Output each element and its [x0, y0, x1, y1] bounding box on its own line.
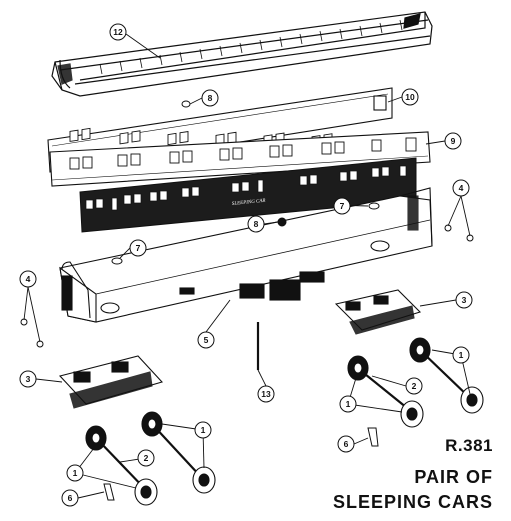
model-number: R.381 — [445, 436, 493, 455]
callout-label: 1 — [459, 350, 464, 360]
callout-label: 10 — [405, 92, 415, 102]
callout-label: 2 — [412, 381, 417, 391]
bogie-right — [334, 289, 422, 335]
callout-label: 7 — [136, 243, 141, 253]
callout-labels: 12 8 10 9 7 4 8 7 4 5 3 1 2 1 3 13 1 2 1… — [26, 27, 467, 503]
callout-label: 2 — [144, 453, 149, 463]
callout-label: 9 — [451, 136, 456, 146]
bogie-left — [58, 355, 164, 409]
callout-label: 12 — [113, 27, 123, 37]
callout-label: 4 — [26, 274, 31, 284]
callout-label: 1 — [346, 399, 351, 409]
callout-label: 1 — [73, 468, 78, 478]
callout-label: 4 — [459, 183, 464, 193]
callout-label: 3 — [462, 295, 467, 305]
callout-label: 1 — [201, 425, 206, 435]
callout-label: 13 — [261, 389, 271, 399]
callout-label: 3 — [26, 374, 31, 384]
callout-label: 8 — [254, 219, 259, 229]
title-line-2: SLEEPING CARS — [332, 492, 493, 512]
callout-label: 7 — [340, 201, 345, 211]
small-parts — [20, 100, 474, 501]
title-line-1: PAIR OF — [414, 467, 493, 487]
coach-side-outer-part — [49, 131, 431, 187]
roof-part — [51, 11, 433, 97]
wheelsets — [85, 337, 484, 506]
callout-markers — [19, 23, 473, 507]
underframe-part — [59, 187, 433, 323]
callout-label: 8 — [208, 93, 213, 103]
side-lettering: SLEEPING CAR — [232, 199, 266, 207]
callout-label: 5 — [204, 335, 209, 345]
coach-side-dark-part: SLEEPING CAR — [79, 157, 417, 233]
callout-label: 6 — [344, 439, 349, 449]
callout-label: 6 — [68, 493, 73, 503]
